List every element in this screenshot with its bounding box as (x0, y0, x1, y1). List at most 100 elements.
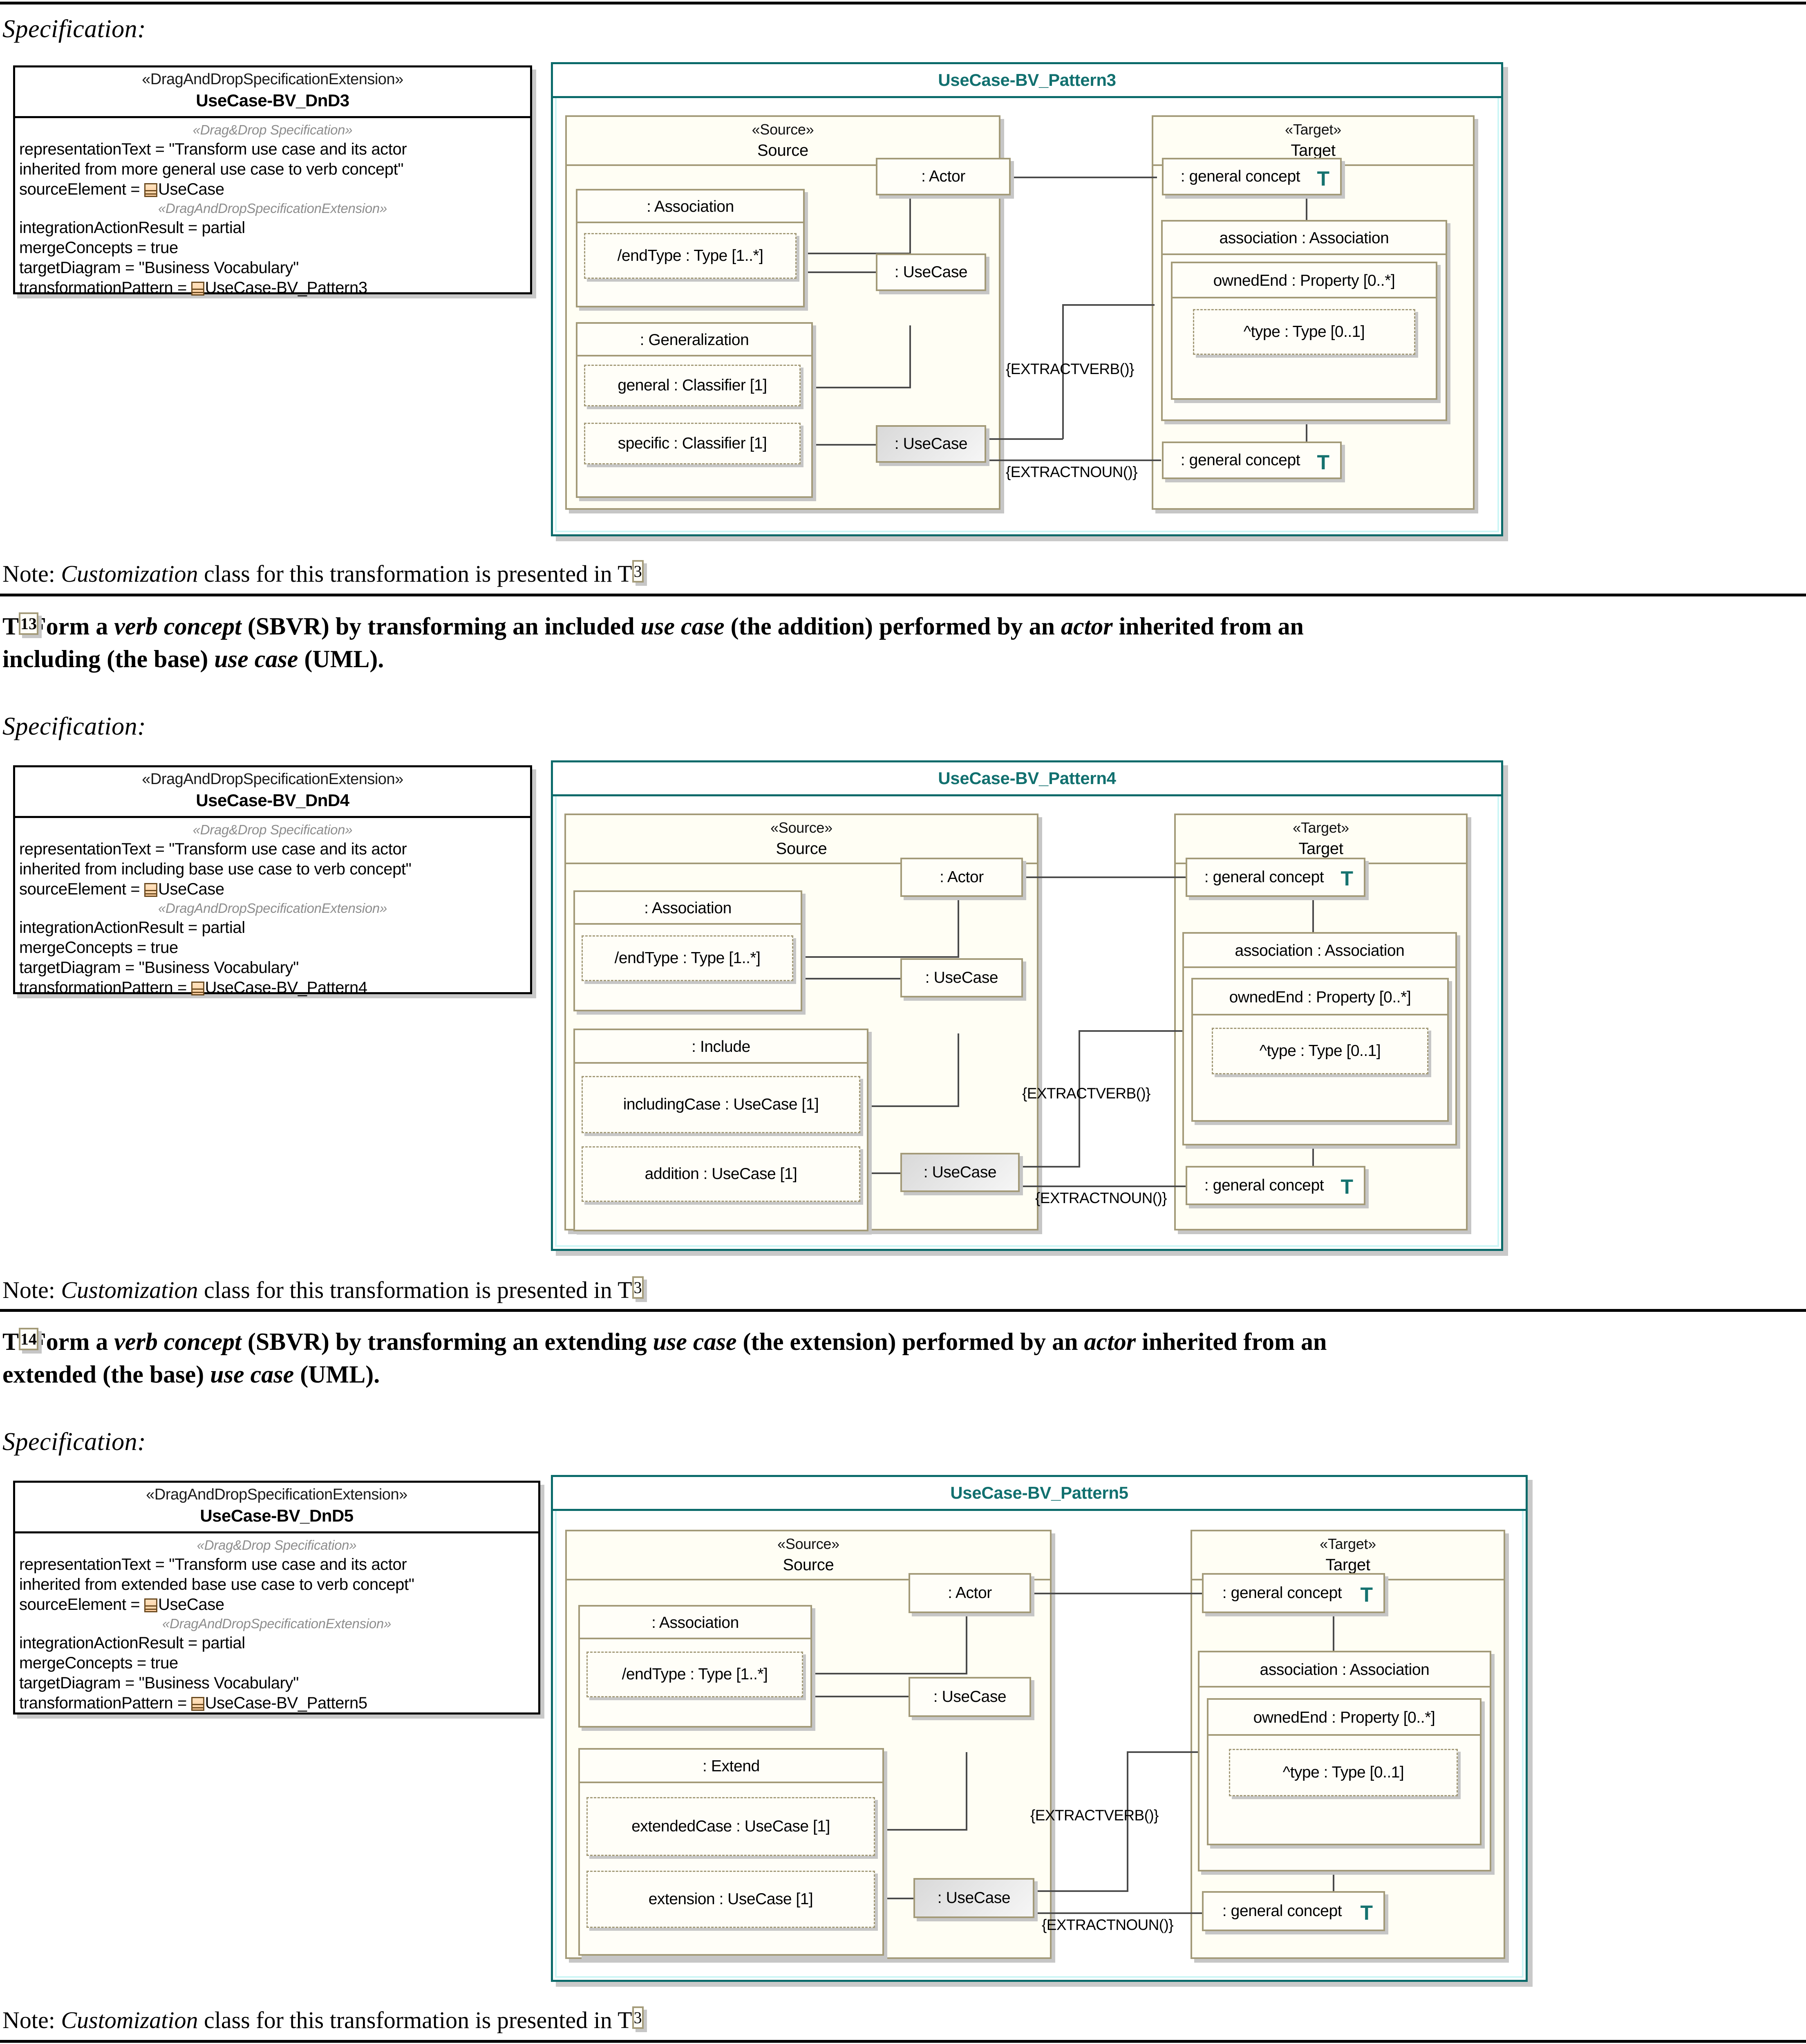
note-prefix: Note: (2, 560, 61, 587)
spec-row-source-element: sourceElement = UseCase (19, 1595, 534, 1615)
actor-label: : Actor (921, 167, 965, 185)
spec-row: inherited from including base use case t… (19, 860, 412, 878)
type-slot: ^type : Type [0..1] (1193, 309, 1415, 355)
note-line-1: Note: Customization class for this trans… (2, 560, 644, 587)
association-target-header: association : Association (1200, 1652, 1490, 1688)
link-actor-concept (973, 177, 1157, 178)
extractverb-constraint: {EXTRACTVERB()} (1030, 1807, 1159, 1824)
link-actor-concept (1031, 1593, 1207, 1594)
extension-slot: extension : UseCase [1] (586, 1871, 875, 1928)
target-stereotype: «Target» (1293, 819, 1349, 836)
pattern-label: transformationPattern = (19, 278, 191, 297)
spec-stereotype: «DragAndDropSpecificationExtension» (142, 71, 403, 88)
general-concept-bottom-label: : general concept (1204, 1176, 1324, 1194)
diagram-canvas: «Source» Source «Target» Target : Associ… (553, 98, 1501, 534)
spec-row-pattern: transformationPattern = UseCase-BV_Patte… (19, 278, 526, 298)
link-usecase-general-v (909, 325, 911, 388)
task-title-t14-line2: extended (the base) use case (UML). (2, 1360, 380, 1389)
usecase-top-label: : UseCase (933, 1688, 1007, 1706)
spec-row: targetDiagram = "Business Vocabulary" (19, 258, 299, 277)
note-rest: class for this transformation is present… (198, 1277, 632, 1303)
spec-body-dnd3: «Drag&Drop Specification» representation… (15, 118, 530, 306)
extendedcase-slot: extendedCase : UseCase [1] (586, 1797, 875, 1856)
spec-row: representationText = "Transform use case… (19, 1555, 407, 1573)
general-concept-bottom-label: : general concept (1222, 1902, 1342, 1920)
source-element-label: sourceElement = (19, 180, 144, 198)
spec-stereotype: «DragAndDropSpecificationExtension» (142, 771, 403, 788)
link-verb-h2 (1079, 1030, 1184, 1032)
uml-class-icon (191, 981, 204, 995)
t: use case (653, 1328, 737, 1355)
spec-row: integrationActionResult = partial (19, 219, 245, 237)
text-t-icon: T (1341, 867, 1353, 890)
link-actor-endtype-v (966, 1609, 967, 1674)
usecase-node-top: : UseCase (900, 958, 1023, 997)
link-actor-endtype-v (909, 192, 911, 254)
endtype-slot: /endType : Type [1..*] (586, 1652, 803, 1697)
text-t-icon: T (1360, 1901, 1373, 1924)
link-actor-endtype-v (958, 892, 959, 958)
compartment-stereotype-2: «DragAndDropSpecificationExtension» (158, 901, 387, 916)
target-stereotype: «Target» (1320, 1535, 1376, 1552)
task-number: T (2, 613, 19, 640)
compartment-stereotype-1: «Drag&Drop Specification» (192, 822, 353, 837)
link-actor-endtype-h (802, 253, 911, 254)
t: (UML). (298, 645, 384, 672)
uml-class-icon (191, 1697, 204, 1711)
link-usecase-including-h (860, 1105, 959, 1107)
diagram-canvas: «Source» Source «Target» Target : Associ… (553, 1511, 1526, 1980)
task-title-t13-line2: including (the base) use case (UML). (2, 645, 384, 673)
compartment-stereotype-2: «DragAndDropSpecificationExtension» (162, 1616, 391, 1632)
uml-class-icon (144, 1598, 157, 1612)
link-usecase-extended-v (966, 1752, 967, 1831)
note-line-2: Note: Customization class for this trans… (2, 1276, 644, 1304)
link-usecase-extended-h (874, 1829, 967, 1831)
source-element-value: UseCase (158, 880, 224, 898)
actor-label: : Actor (940, 868, 984, 886)
pattern-value: UseCase-BV_Pattern5 (205, 1694, 367, 1712)
extractnoun-constraint: {EXTRACTNOUN()} (1006, 464, 1138, 480)
general-concept-node-top: : general concept T (1186, 858, 1365, 897)
link-verb-v (1062, 304, 1064, 439)
link-verb-h1 (985, 438, 1063, 440)
compartment-stereotype-2: «DragAndDropSpecificationExtension» (158, 201, 387, 216)
general-classifier-slot: general : Classifier [1] (584, 365, 801, 406)
link-noun-h (1035, 1912, 1211, 1914)
uml-class-icon (144, 183, 157, 197)
spec-row: integrationActionResult = partial (19, 1634, 245, 1652)
spec-row-source-element: sourceElement = UseCase (19, 179, 526, 199)
uml-class-icon (144, 883, 157, 897)
usecase-selected-label: : UseCase (894, 435, 968, 453)
pattern-diagram-5: UseCase-BV_Pattern5 «Source» Source «Tar… (551, 1475, 1528, 1982)
usecase-selected-label: : UseCase (937, 1889, 1011, 1907)
actor-node: : Actor (909, 1573, 1031, 1613)
note-sub: 3 (632, 2006, 644, 2029)
note-italic: Customization (61, 2007, 198, 2033)
usecase-node-selected: : UseCase (876, 425, 986, 463)
t: inherited from an (1112, 613, 1304, 640)
note-line-3: Note: Customization class for this trans… (2, 2006, 644, 2034)
t: (the addition) performed by an (724, 613, 1061, 640)
spec-row: targetDiagram = "Business Vocabulary" (19, 958, 299, 977)
spec-header-dnd5: «DragAndDropSpecificationExtension» UseC… (15, 1483, 538, 1533)
generalization-node: : Generalization (576, 322, 813, 498)
section-rule-1 (0, 594, 1806, 596)
t: (SBVR) by transforming an extending (241, 1328, 653, 1355)
spec-row: representationText = "Transform use case… (19, 140, 407, 158)
usecase-top-label: : UseCase (894, 263, 968, 281)
source-element-label: sourceElement = (19, 1595, 144, 1614)
source-stereotype: «Source» (770, 819, 833, 836)
note-sub: 3 (632, 1276, 644, 1299)
link-addition-usecasesel (860, 1172, 905, 1174)
link-usecase-including-v (958, 1033, 959, 1107)
link-verb-h1 (1019, 1166, 1080, 1168)
link-verb-h1 (1035, 1890, 1128, 1892)
spec-row-source-element: sourceElement = UseCase (19, 879, 526, 899)
diagram-canvas: «Source» Source «Target» Target : Associ… (553, 796, 1501, 1249)
task-number-sub: 13 (19, 612, 39, 635)
t: use case (210, 1361, 294, 1388)
t: verb concept (114, 1328, 242, 1355)
link-actor-endtype-h (798, 956, 959, 958)
spec-header-dnd3: «DragAndDropSpecificationExtension» UseC… (15, 67, 530, 118)
